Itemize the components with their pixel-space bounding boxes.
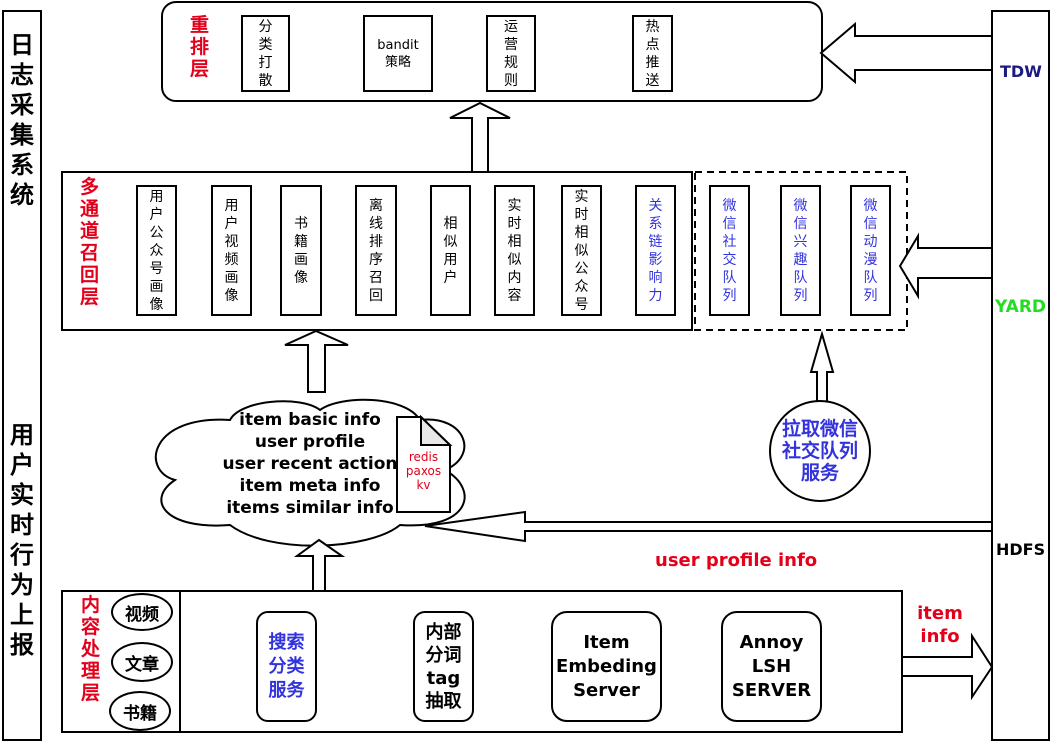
rerank-module-bandit: bandit 策略 [363, 15, 433, 92]
recall-channel-realtime-similar-content: 实时相似内容 [494, 185, 535, 316]
recall-channel-book-profile: 书籍画像 [280, 185, 322, 316]
wechat-interest-queue: 微信兴趣队列 [780, 185, 821, 316]
arrow-service-to-wechat [809, 330, 835, 403]
sidebar-log-collection-title: 日志采集系统 [3, 30, 41, 210]
content-type-article: 文章 [111, 642, 173, 682]
content-type-label: 书籍 [123, 703, 157, 724]
storage-yard-label: YARD [995, 297, 1047, 317]
service-line: Item [583, 631, 630, 653]
sidebar-bottom-title-text: 用户实时行为上报 [10, 421, 34, 659]
content-type-label: 文章 [125, 654, 159, 675]
storage-hdfs-label: HDFS [996, 540, 1046, 559]
service-line: SERVER [731, 679, 812, 701]
recall-channel-label: 用户视频画像 [224, 197, 239, 304]
kv-store-line: redis [408, 450, 439, 464]
recall-layer-title: 多通道召回层 [80, 176, 100, 308]
recall-channel-label: 关系链影响力 [648, 197, 663, 304]
wechat-queue-label: 微信动漫队列 [863, 197, 878, 304]
item-info-line: info [920, 626, 960, 647]
kv-store-document-fold [420, 414, 453, 446]
recall-channel-label: 相似用户 [443, 215, 458, 286]
rerank-module-label: 热点推送 [645, 18, 660, 89]
left-sidebar-box [2, 10, 42, 741]
service-line: Annoy [739, 631, 804, 653]
search-classify-service: 搜索 分类 服务 [256, 611, 317, 722]
wechat-social-queue: 微信社交队列 [709, 185, 750, 316]
content-type-label: 视频 [125, 604, 159, 625]
arrow-content-to-cache [293, 538, 346, 592]
sidebar-realtime-report-title: 用户实时行为上报 [3, 420, 41, 660]
kv-store-label: redis paxos kv [397, 450, 450, 492]
rerank-module-diversify: 分类打散 [241, 15, 290, 92]
service-line: Server [573, 679, 640, 701]
sidebar-top-title-text: 日志采集系统 [10, 31, 34, 209]
service-line: tag [426, 667, 461, 689]
item-embedding-server: Item Embeding Server [551, 611, 662, 722]
content-type-book: 书籍 [109, 691, 171, 731]
recall-channel-offline-rank: 离线排序召回 [355, 185, 397, 316]
wechat-service-label: 拉取微信 社交队列 服务 [770, 418, 870, 484]
item-info-label: item info [912, 602, 968, 648]
service-line: LSH [751, 655, 792, 677]
recall-channel-label: 书籍画像 [294, 215, 308, 286]
kv-store-line: paxos [405, 464, 442, 478]
arrow-tdw-to-rerank [819, 21, 993, 85]
wechat-anime-queue: 微信动漫队列 [850, 185, 891, 316]
cache-item: user profile [254, 432, 366, 452]
recall-channel-label: 实时相似内容 [507, 197, 522, 304]
recall-channel-label: 实时相似公众号 [574, 188, 589, 313]
content-type-video: 视频 [111, 593, 173, 631]
rerank-module-ops-rules: 运营规则 [486, 15, 536, 92]
rerank-module-label: 分类打散 [258, 18, 273, 89]
cache-cloud [154, 398, 466, 547]
recall-channel-similar-users: 相似用户 [430, 185, 471, 316]
service-line: Embeding [556, 655, 657, 677]
content-layer-title: 内容处理层 [81, 594, 101, 704]
arrow-yard-to-wechat [898, 232, 993, 300]
rerank-module-label: bandit 策略 [377, 37, 419, 70]
cache-contents: item basic info user profile user recent… [220, 409, 400, 519]
service-line: 分类 [268, 655, 305, 677]
cache-item: item basic info [239, 410, 381, 430]
recall-channel-label: 用户公众号画像 [149, 188, 164, 313]
arrow-recall-to-rerank [449, 101, 511, 173]
arrow-cache-to-recall [284, 329, 349, 393]
recall-channel-social-influence: 关系链影响力 [635, 185, 676, 316]
recall-channel-label: 离线排序召回 [369, 197, 383, 304]
wechat-service-line: 拉取微信 [781, 418, 858, 440]
wechat-queue-group [694, 171, 908, 331]
tag-extraction-service: 内部 分词 tag 抽取 [413, 611, 474, 722]
cache-item: items similar info [226, 498, 394, 518]
cache-item: item meta info [239, 476, 381, 496]
rerank-module-hot-push: 热点推送 [632, 15, 673, 92]
service-line: 分词 [425, 644, 462, 666]
wechat-queue-label: 微信社交队列 [722, 197, 737, 304]
wechat-service-line: 服务 [800, 462, 839, 484]
service-line: 服务 [268, 679, 305, 701]
cache-item: user recent action [222, 454, 398, 474]
arrow-hdfs-to-cache [424, 510, 993, 543]
recall-channel-realtime-similar-accounts: 实时相似公众号 [561, 185, 602, 316]
rerank-module-label: 运营规则 [504, 18, 518, 89]
storage-tdw-label: TDW [1000, 62, 1042, 81]
service-line: 搜索 [268, 631, 305, 653]
annoy-lsh-server: Annoy LSH SERVER [721, 611, 822, 722]
wechat-queue-label: 微信兴趣队列 [793, 197, 808, 304]
rerank-layer-title: 重排层 [190, 14, 210, 80]
wechat-service-circle [769, 400, 871, 502]
item-info-line: item [917, 603, 963, 624]
user-profile-info-label: user profile info [655, 550, 818, 571]
storage-column-box [991, 10, 1050, 741]
recall-channel-user-video-profile: 用户视频画像 [211, 185, 252, 316]
recall-channel-user-account-profile: 用户公众号画像 [136, 185, 177, 316]
kv-store-line: kv [416, 478, 431, 492]
wechat-service-line: 社交队列 [781, 440, 858, 462]
service-line: 内部 [425, 621, 462, 643]
service-line: 抽取 [425, 690, 462, 712]
arrow-content-to-hdfs [901, 632, 994, 701]
